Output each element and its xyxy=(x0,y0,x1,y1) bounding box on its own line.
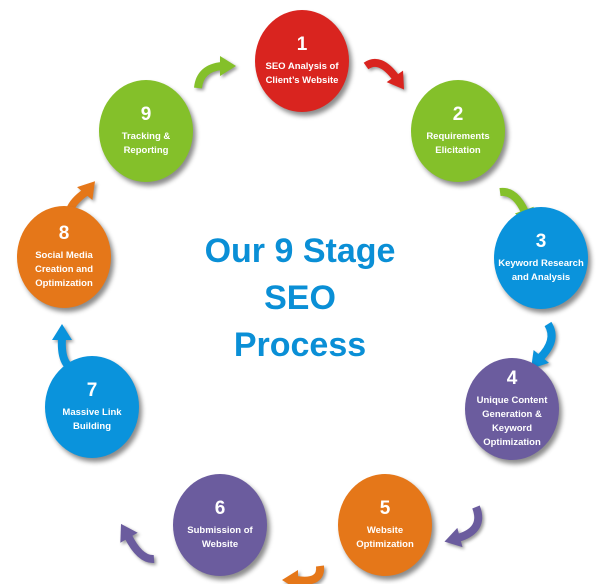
arrow-shaft xyxy=(537,321,556,361)
stage-number: 2 xyxy=(452,104,464,125)
arrow-head xyxy=(220,56,236,76)
stage-label: SEO Analysis of Client’s Website xyxy=(265,61,339,86)
arrow-head xyxy=(120,523,138,543)
diagram-title: Our 9 Stage SEO Process xyxy=(150,228,450,369)
stage-3: 3 Keyword Research and Analysis xyxy=(494,207,588,309)
stage-label: Keyword Research and Analysis xyxy=(498,258,584,283)
stage-number: 9 xyxy=(140,104,152,125)
stage-7: 7 Massive Link Building xyxy=(45,356,139,458)
stage-label: Website Optimization xyxy=(356,525,414,550)
stage-number: 8 xyxy=(58,223,70,244)
arrow-shaft xyxy=(499,187,529,214)
arrow-head xyxy=(386,70,405,90)
stage-number: 6 xyxy=(214,498,226,519)
stage-number: 5 xyxy=(379,498,391,519)
stage-label: Massive Link Building xyxy=(62,407,122,432)
stage-1: 1 SEO Analysis of Client’s Website xyxy=(255,10,349,112)
stage-label: Requirements Elicitation xyxy=(426,131,490,156)
stage-5: 5 Website Optimization xyxy=(338,474,432,576)
stage-4: 4 Unique Content Generation & Keyword Op… xyxy=(465,358,559,460)
arrow-shaft xyxy=(124,534,155,563)
stage-9: 9 Tracking & Reporting xyxy=(99,80,193,182)
stage-2: 2 Requirements Elicitation xyxy=(411,80,505,182)
title-line-2: SEO xyxy=(264,279,336,317)
arrow-9-to-1 xyxy=(194,56,236,89)
stage-label: Tracking & Reporting xyxy=(121,131,171,156)
stage-label: Unique Content Generation & Keyword Opti… xyxy=(476,395,548,448)
stage-label: Social Media Creation and Optimization xyxy=(34,250,94,289)
arrow-1-to-2 xyxy=(363,59,405,90)
arrow-shaft xyxy=(295,565,325,584)
arrow-shaft xyxy=(456,505,483,542)
arrow-5-to-6 xyxy=(282,565,325,584)
arrow-4-to-5 xyxy=(444,505,483,548)
stage-6: 6 Submission of Website xyxy=(173,474,267,576)
stage-number: 4 xyxy=(506,368,518,389)
arrow-shaft xyxy=(363,59,400,81)
stage-number: 7 xyxy=(86,380,98,401)
arrow-6-to-7 xyxy=(120,523,155,563)
title-line-1: Our 9 Stage xyxy=(204,232,396,270)
title-line-3: Process xyxy=(233,326,367,364)
stage-8: 8 Social Media Creation and Optimization xyxy=(17,206,111,308)
stage-number: 1 xyxy=(296,34,308,55)
arrow-head xyxy=(52,324,72,340)
arrow-head xyxy=(444,527,463,548)
stage-number: 3 xyxy=(535,231,547,252)
stage-label: Submission of Website xyxy=(187,525,253,550)
arrow-head xyxy=(282,570,298,584)
arrow-shaft xyxy=(194,62,223,89)
arrow-head xyxy=(77,181,95,200)
